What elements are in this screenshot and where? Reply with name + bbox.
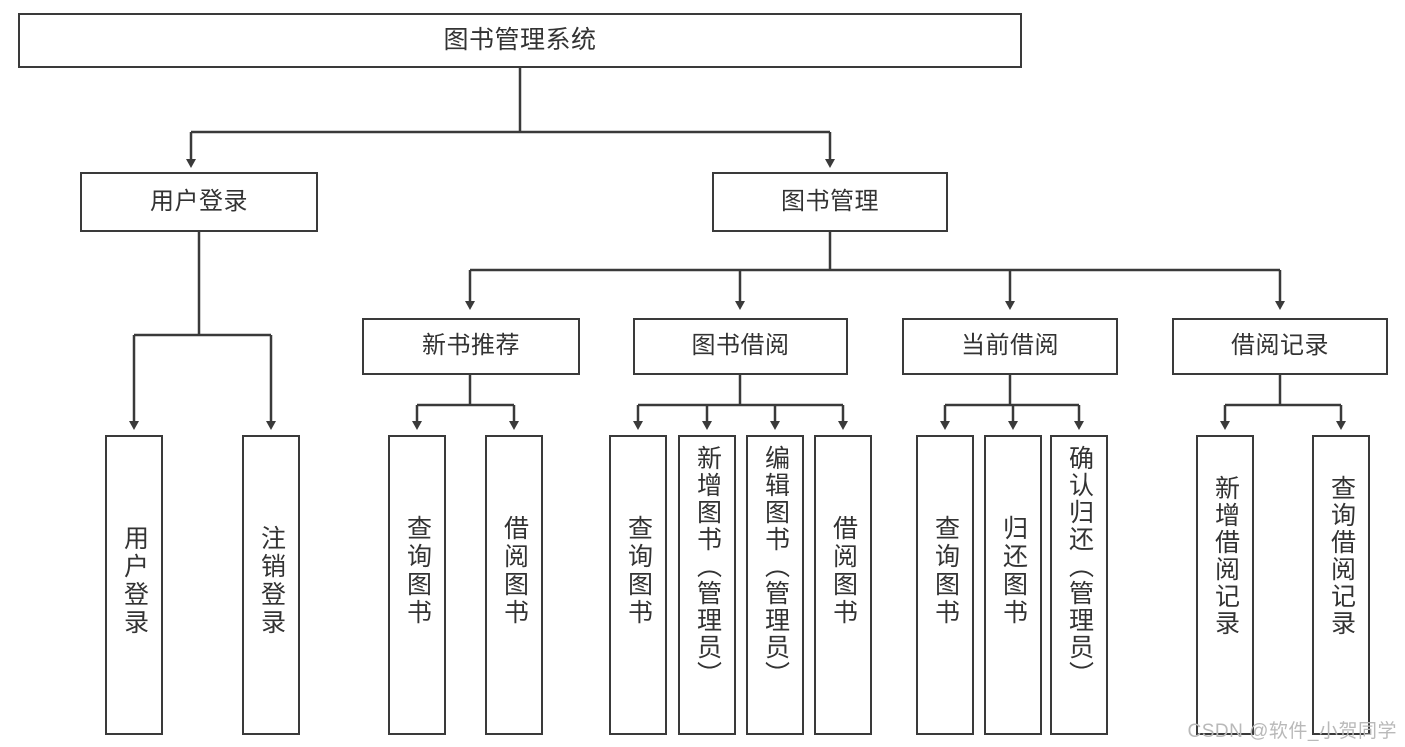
node-book-management-system[interactable]: 图书管理系统 bbox=[18, 13, 1022, 68]
node-label: 用户登录 bbox=[120, 525, 149, 637]
node-label: 图书管理 bbox=[781, 187, 879, 215]
csdn-watermark: CSDN @软件_小贺同学 bbox=[1187, 721, 1397, 742]
leaf-query-book-current[interactable]: 查询图书 bbox=[916, 435, 974, 735]
leaf-query-borrow-record[interactable]: 查询借阅记录 bbox=[1312, 435, 1370, 735]
node-current-borrowing[interactable]: 当前借阅 bbox=[902, 318, 1118, 375]
node-label: 新增借阅记录 bbox=[1211, 475, 1240, 637]
node-label: 借阅图书 bbox=[829, 515, 858, 627]
leaf-user-login[interactable]: 用户登录 bbox=[105, 435, 163, 735]
leaf-query-book-rec[interactable]: 查询图书 bbox=[388, 435, 446, 735]
node-label: 当前借阅 bbox=[961, 332, 1059, 360]
leaf-add-book-admin[interactable]: 新增图书（管理员） bbox=[678, 435, 736, 735]
node-label: 图书管理系统 bbox=[443, 25, 597, 54]
node-label: 查询图书 bbox=[403, 515, 432, 627]
node-book-management[interactable]: 图书管理 bbox=[712, 172, 948, 232]
node-book-borrowing[interactable]: 图书借阅 bbox=[633, 318, 848, 375]
leaf-query-book-borrow[interactable]: 查询图书 bbox=[609, 435, 667, 735]
node-label: 归还图书 bbox=[999, 515, 1028, 627]
node-label: 新增图书（管理员） bbox=[693, 445, 722, 688]
node-user-login[interactable]: 用户登录 bbox=[80, 172, 318, 232]
leaf-borrow-book-rec[interactable]: 借阅图书 bbox=[485, 435, 543, 735]
leaf-edit-book-admin[interactable]: 编辑图书（管理员） bbox=[746, 435, 804, 735]
leaf-return-book[interactable]: 归还图书 bbox=[984, 435, 1042, 735]
node-label: 查询图书 bbox=[931, 515, 960, 627]
node-label: 图书借阅 bbox=[691, 332, 790, 360]
node-label: 新书推荐 bbox=[422, 332, 520, 360]
node-label: 用户登录 bbox=[150, 187, 248, 215]
node-label: 编辑图书（管理员） bbox=[761, 445, 790, 688]
leaf-add-borrow-record[interactable]: 新增借阅记录 bbox=[1196, 435, 1254, 735]
node-borrowing-record[interactable]: 借阅记录 bbox=[1172, 318, 1388, 375]
node-label: 确认归还（管理员） bbox=[1065, 445, 1094, 688]
node-label: 注销登录 bbox=[257, 525, 286, 637]
leaf-borrow-book[interactable]: 借阅图书 bbox=[814, 435, 872, 735]
node-label: 查询借阅记录 bbox=[1327, 475, 1356, 637]
leaf-confirm-return-admin[interactable]: 确认归还（管理员） bbox=[1050, 435, 1108, 735]
leaf-logout[interactable]: 注销登录 bbox=[242, 435, 300, 735]
node-label: 借阅记录 bbox=[1231, 332, 1329, 360]
node-new-book-recommendation[interactable]: 新书推荐 bbox=[362, 318, 580, 375]
node-label: 查询图书 bbox=[624, 515, 653, 627]
node-label: 借阅图书 bbox=[500, 515, 529, 627]
